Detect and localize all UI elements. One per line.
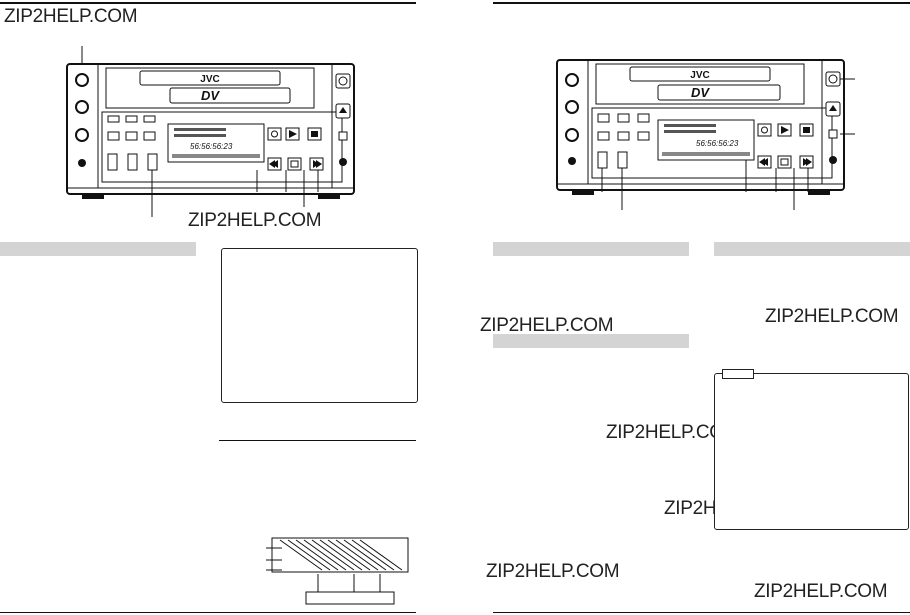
deck-illustration-right: JVC DV 56:56:56:23	[556, 59, 855, 210]
brand-logo-left: JVC	[200, 74, 219, 85]
section-bar-right-1	[493, 242, 689, 256]
counter-left: 56:56:56:23	[190, 142, 233, 151]
watermark-3: ZIP2HELP.COM	[188, 210, 322, 231]
bottom-rule-right	[493, 612, 910, 613]
watermark-4: ZIP2HELP.COM	[480, 315, 614, 336]
top-rule-left	[0, 2, 416, 4]
section-bar-right-3	[493, 334, 689, 348]
record-icon	[311, 131, 318, 137]
note-box-left	[221, 248, 418, 403]
note-box-right	[714, 373, 909, 530]
bottom-rule-left	[0, 612, 416, 613]
format-logo-left: DV	[201, 88, 220, 103]
brand-logo-right: JVC	[690, 70, 709, 81]
deck-illustration-left: JVC DV 56:56:56:23	[66, 46, 355, 217]
watermark-5: ZIP2HELP.COM	[765, 306, 899, 327]
watermark-6: ZIP2HELP.COM	[606, 422, 740, 443]
pause-icon	[271, 130, 278, 138]
format-logo-right: DV	[691, 85, 710, 100]
top-rule-right	[493, 2, 910, 4]
note-box-tab	[722, 369, 754, 379]
section-bar-right-2	[714, 242, 910, 256]
watermark-8: ZIP2HELP.COM	[486, 561, 620, 582]
divider-left	[219, 440, 416, 441]
play-icon	[289, 130, 297, 138]
fast-forward-icon	[313, 160, 322, 168]
tape-track-diagram	[266, 537, 409, 605]
watermark-1: ZIP2HELP.COM	[4, 6, 138, 27]
eject-icon	[339, 107, 347, 113]
watermark-9: ZIP2HELP.COM	[754, 581, 888, 602]
section-bar-left	[0, 242, 196, 256]
stop-icon	[290, 160, 299, 168]
power-icon	[338, 76, 348, 86]
counter-right: 56:56:56:23	[696, 139, 739, 148]
rewind-icon	[269, 160, 278, 168]
